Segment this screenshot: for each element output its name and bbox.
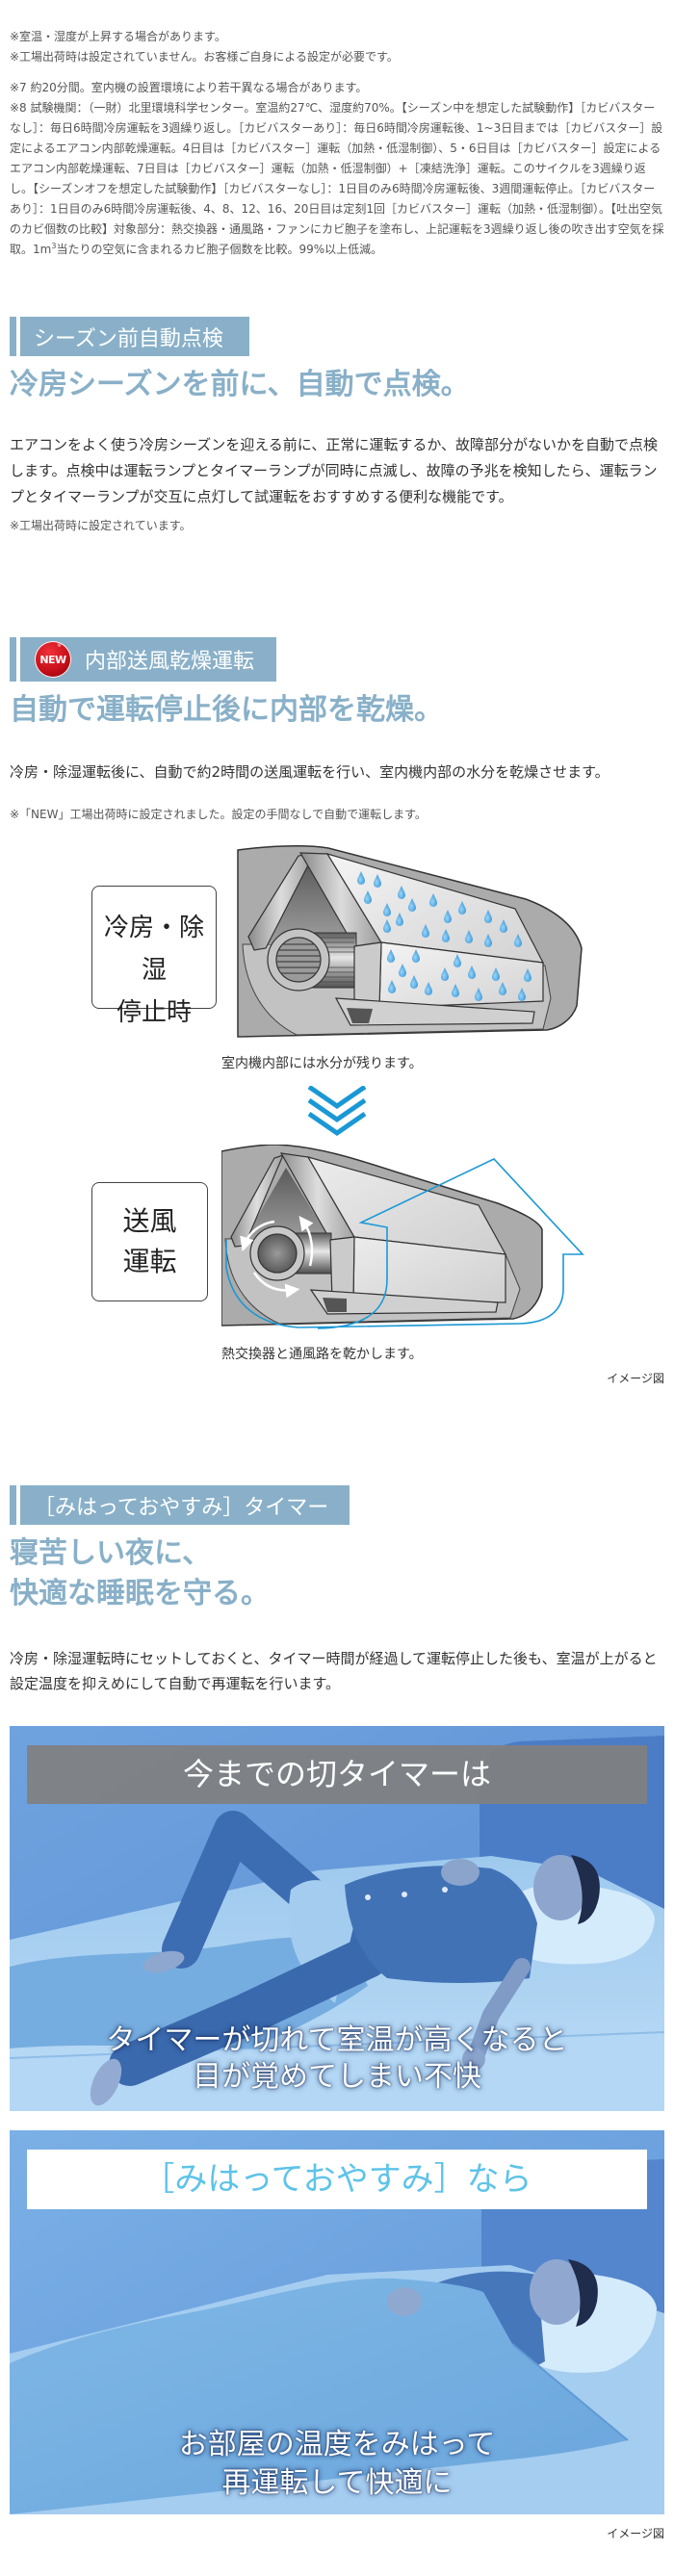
photo-banner-before: 今までの切タイマーは [27, 1745, 647, 1804]
section-heading-timer: 寝苦しい夜に、 快適な睡眠を守る。 [10, 1533, 270, 1614]
photo-caption-line: タイマーが切れて室温が高くなると [106, 2023, 568, 2057]
photo-caption-before: タイマーが切れて室温が高くなると 目が覚めてしまい不快 [10, 2022, 664, 2096]
photo-caption-after: お部屋の温度をみはって 再運転して快適に [10, 2426, 664, 2503]
section-header-timer: ［みはっておやすみ］タイマー [10, 1485, 350, 1525]
section-heading-internal-dry: 自動で運転停止後に内部を乾燥。 [10, 693, 443, 727]
section-heading-line: 寝苦しい夜に、 [10, 1536, 212, 1570]
image-note: イメージ図 [607, 2527, 664, 2540]
new-badge-icon: NEW ※ [35, 641, 71, 678]
step-caption-fan: 熱交換器と通風路を乾かします。 [221, 1347, 423, 1362]
unit-end-cap-and-tray [309, 1236, 499, 1315]
new-badge-text: NEW [39, 653, 66, 666]
indoor-unit-drying-illustration [221, 1145, 584, 1329]
step-caption-stopped: 室内機内部には水分が残ります。 [221, 1056, 423, 1071]
step-label-line: 停止時 [116, 998, 192, 1027]
step-label-line: 冷房・除湿 [103, 914, 204, 985]
photo-caption-line: 目が覚めてしまい不快 [193, 2060, 481, 2094]
section-label-internal-dry: 内部送風乾燥運転 [85, 650, 255, 674]
image-note: イメージ図 [607, 1372, 664, 1385]
photo-before-timer: 今までの切タイマーは タイマーが切れて室温が高くなると 目が覚めてしまい不快 [10, 1726, 664, 2111]
section-header-bar [10, 317, 16, 356]
triple-chevron-down-icon [308, 1086, 366, 1136]
section-heading-line: 快適な睡眠を守る。 [10, 1577, 270, 1610]
step-label-box-stopped: 冷房・除湿 停止時 [91, 886, 217, 1027]
footnote-block-top: ※室温・湿度が上昇する場合があります。 ※工場出荷時は設定されていません。お客様… [10, 27, 664, 67]
footnote-humidity: ※室温・湿度が上昇する場合があります。 [10, 30, 226, 43]
heat-exchanger [247, 852, 545, 1009]
footnote-8: ※8 試験機関：（一財）北里環境科学センター。室温約27℃、湿度約70%。【シー… [10, 98, 664, 260]
section-label-preseason: シーズン前自動点検 [20, 317, 249, 356]
footnote-8-text: ※8 試験機関：（一財）北里環境科学センター。室温約27℃、湿度約70%。【シー… [10, 101, 664, 256]
photo-caption-line: 再運転して快適に [221, 2466, 453, 2500]
footnote-7: ※7 約20分間。室内機の設置環境により若干異なる場合があります。 [10, 81, 368, 94]
step-label-line: 送風 [122, 1205, 177, 1237]
step-label-line: 運転 [122, 1246, 177, 1277]
section-body-internal-dry: 冷房・除湿運転後に、自動で約2時間の送風運転を行い、室内機内部の水分を乾燥させま… [10, 763, 609, 781]
section-label-box-internal-dry: NEW ※ 内部送風乾燥運転 [20, 637, 276, 682]
fan-icon [249, 1225, 332, 1281]
photo-caption-line: お部屋の温度をみはって [178, 2428, 496, 2461]
section-note-internal-dry: ※「NEW」工場出荷時に設定されました。設定の手間なしで自動で運転します。 [10, 808, 427, 821]
footnote-8-superscript: 3 [51, 242, 57, 250]
section-body-timer: 冷房・除湿運転時にセットしておくと、タイマー時間が経過して運転停止した後も、室温… [10, 1650, 658, 1692]
unit-end-cap-and-tray [334, 941, 535, 1026]
photo-banner-after: ［みはっておやすみ］なら [27, 2150, 647, 2209]
step-label-box-fan: 送風 運転 [91, 1182, 208, 1301]
new-badge-mark: ※ [56, 642, 62, 649]
section-heading-preseason: 冷房シーズンを前に、自動で点検。 [10, 368, 470, 401]
fan-icon [267, 928, 357, 992]
section-note-preseason: ※工場出荷時に設定されています。 [10, 519, 192, 532]
footnote-factory-setting: ※工場出荷時は設定されていません。お客様ご自身による設定が必要です。 [10, 50, 399, 64]
footnote-8-tail: 当たりの空気に含まれるカビ胞子個数を比較。99%以上低減。 [56, 243, 383, 256]
footnote-8-unit: 1m [33, 243, 52, 256]
section-header-preseason: シーズン前自動点検 [10, 317, 249, 356]
section-body-preseason: エアコンをよく使う冷房シーズンを迎える前に、正常に運転するか、故障部分がないかを… [10, 436, 659, 505]
section-header-bar [10, 637, 16, 682]
photo-after-timer: ［みはっておやすみ］なら お部屋の温度をみはって 再運転して快適に [10, 2130, 664, 2514]
section-header-bar [10, 1485, 16, 1525]
indoor-unit-wet-illustration [237, 845, 583, 1038]
section-label-timer: ［みはっておやすみ］タイマー [20, 1485, 350, 1525]
airflow-arrow-icon [225, 1158, 584, 1329]
section-header-internal-dry: NEW ※ 内部送風乾燥運転 [10, 637, 276, 682]
rotation-arrow-icon [240, 1215, 314, 1299]
